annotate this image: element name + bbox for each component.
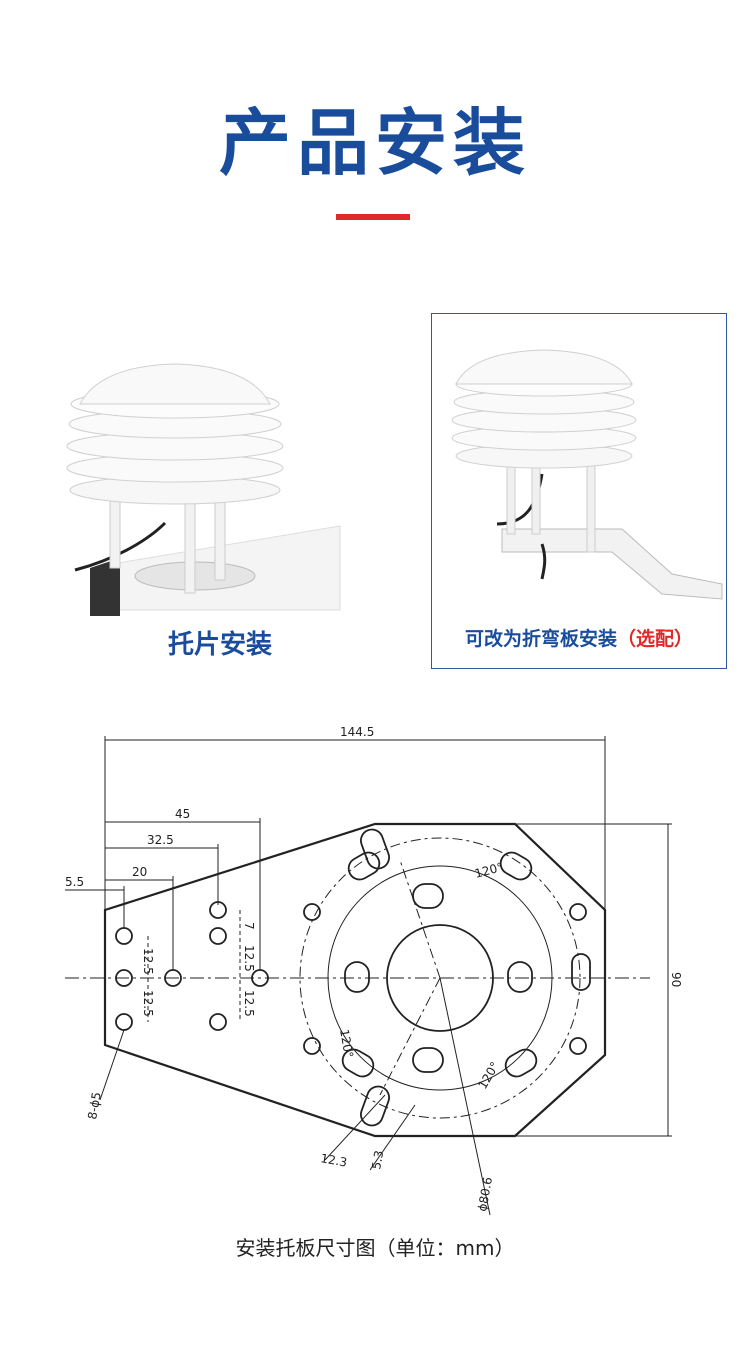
- dim-45: 45: [175, 807, 190, 821]
- page-title: 产品安装: [218, 101, 531, 185]
- tray-mount-photo: [40, 318, 370, 618]
- dim-12-5-d: 12.5: [242, 990, 256, 1017]
- bolt-circle: [299, 837, 581, 1119]
- bent-plate-caption-main: 可改为折弯板安装: [464, 628, 617, 650]
- mounting-plate-drawing: 144.5 45 32.5 20 5.5 7 12.5 12.5 12.5 12…: [40, 700, 720, 1220]
- angle-label-2: 120°: [337, 1028, 356, 1059]
- angle-label-3: 120°: [475, 1059, 502, 1091]
- dim-12-5-b: 12.5: [141, 990, 155, 1017]
- dim-7: 7: [242, 922, 256, 930]
- dim-diameter: ϕ80.6: [475, 1176, 495, 1213]
- drawing-caption: 安装托板尺寸图（单位：mm）: [235, 1236, 515, 1260]
- title-underline: [336, 214, 410, 220]
- dim-12-3: 12.3: [319, 1151, 348, 1169]
- dim-height: 90: [669, 972, 683, 987]
- dim-overall-width: 144.5: [340, 725, 374, 739]
- bent-plate-photo-frame: [431, 313, 727, 669]
- dim-holes: 8-ϕ5: [85, 1091, 104, 1121]
- dim-5-5: 5.5: [65, 875, 84, 889]
- dim-32-5: 32.5: [147, 833, 174, 847]
- dim-12-5-c: 12.5: [242, 945, 256, 972]
- plate-outline: [103, 822, 607, 1138]
- optional-label: （选配）: [617, 628, 694, 650]
- bent-plate-caption: 可改为折弯板安装（选配）: [433, 624, 725, 651]
- dim-12-5-a: 12.5: [141, 948, 155, 975]
- dim-5-3: 5.3: [369, 1149, 386, 1170]
- center-hole: [386, 924, 494, 1032]
- dim-20: 20: [132, 865, 147, 879]
- tray-mount-caption: 托片安装: [167, 630, 272, 660]
